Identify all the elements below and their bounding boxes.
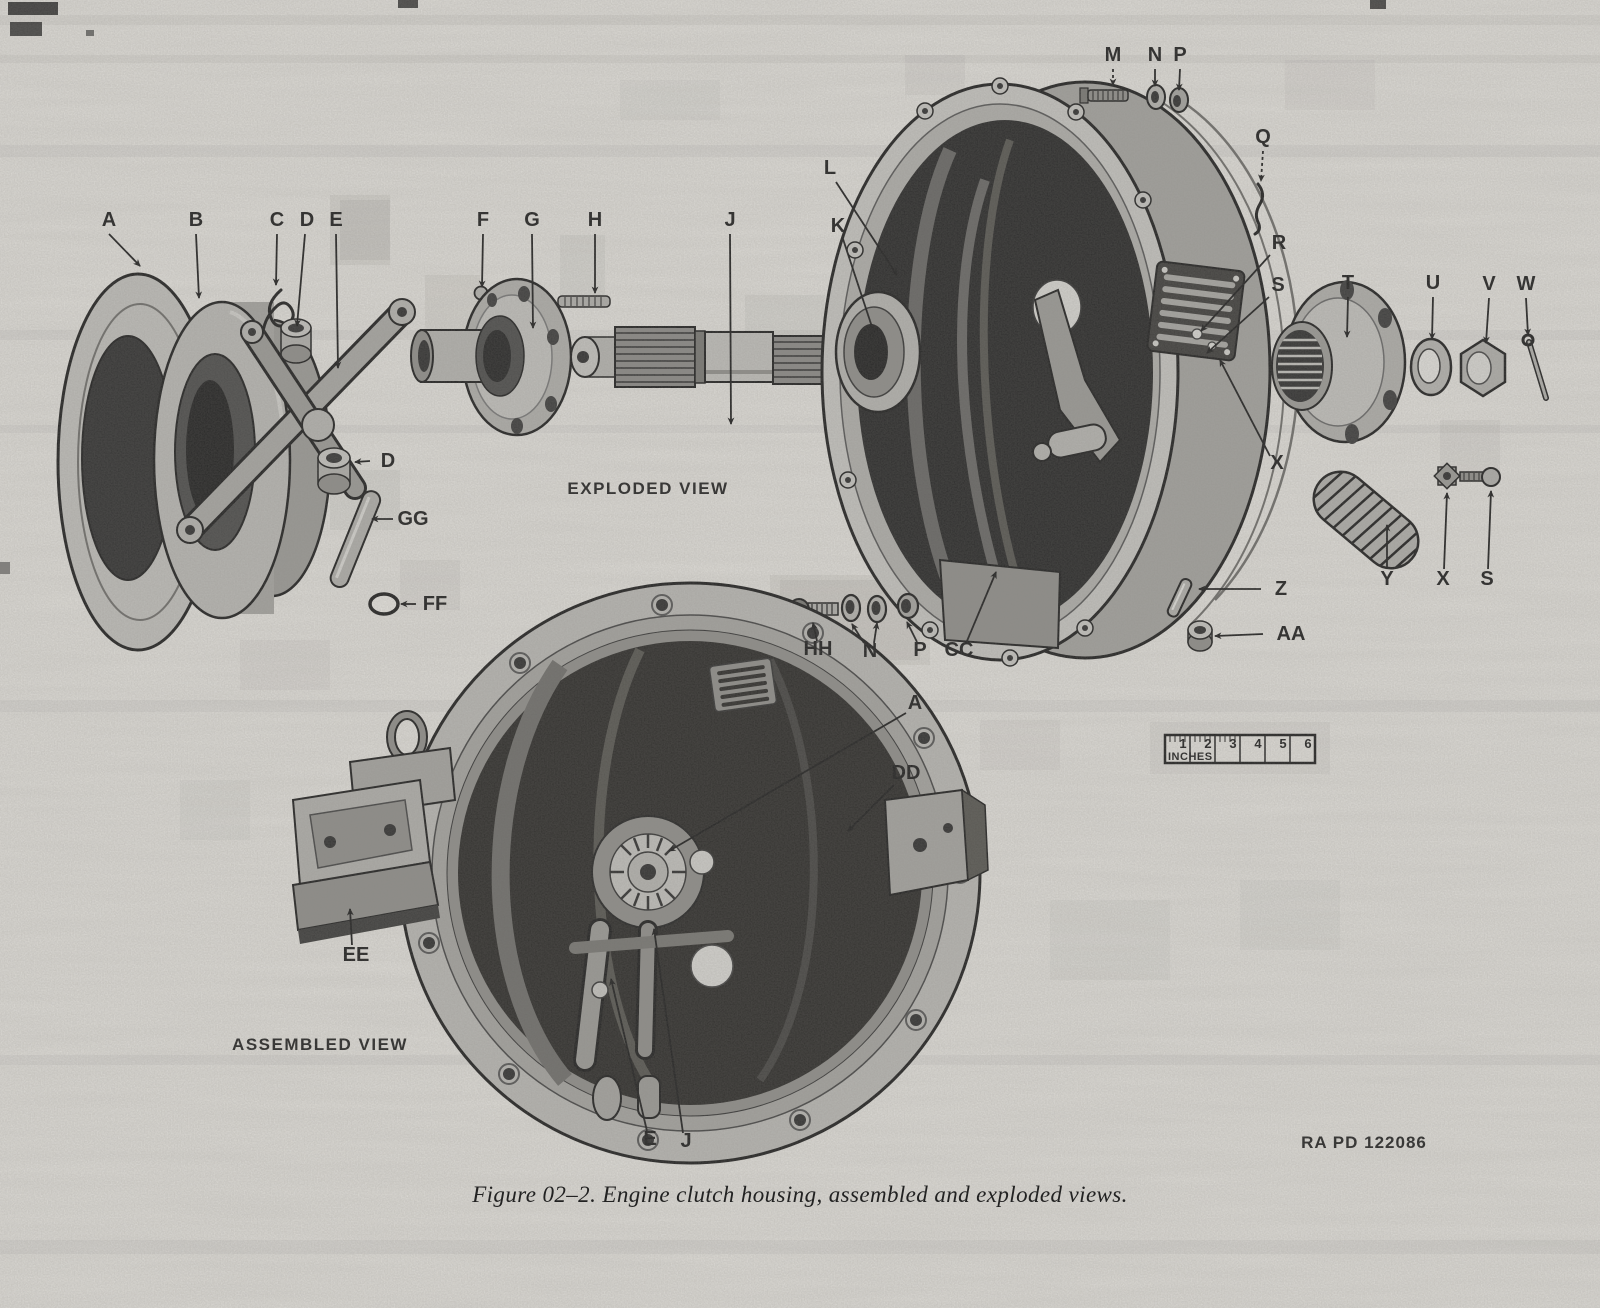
part-n-washer-lower-1 bbox=[840, 593, 862, 623]
callout-aa: AA bbox=[1277, 623, 1306, 645]
callout-a: A bbox=[908, 692, 922, 714]
callout-n: N bbox=[1148, 44, 1162, 66]
assembled-view-label: ASSEMBLED VIEW bbox=[232, 1035, 408, 1054]
leader-f bbox=[478, 233, 486, 288]
photo-id: RA PD 122086 bbox=[1301, 1133, 1427, 1152]
callout-d: D bbox=[300, 209, 314, 231]
callout-ff: FF bbox=[423, 593, 447, 615]
leader-u bbox=[1428, 296, 1436, 340]
callout-g: G bbox=[524, 209, 540, 231]
callout-p: P bbox=[913, 639, 926, 661]
callout-d: D bbox=[381, 450, 395, 472]
callout-t: T bbox=[1342, 272, 1354, 294]
callout-u: U bbox=[1426, 272, 1440, 294]
callout-k: K bbox=[831, 215, 846, 237]
callout-p: P bbox=[1173, 44, 1186, 66]
callout-z: Z bbox=[1275, 578, 1287, 600]
part-ff-seal-ring bbox=[368, 592, 400, 616]
part-v-nut bbox=[1459, 338, 1507, 398]
callout-j: J bbox=[680, 1130, 691, 1152]
callout-h: H bbox=[588, 209, 602, 231]
callout-r: R bbox=[1272, 232, 1287, 254]
part-n-washer-top bbox=[1146, 84, 1166, 110]
callout-e: E bbox=[329, 209, 342, 231]
part-d-bushing-upper bbox=[280, 318, 312, 364]
figure-caption: Figure 02–2. Engine clutch housing, asse… bbox=[472, 1182, 1128, 1207]
callout-q: Q bbox=[1255, 126, 1271, 148]
callout-gg: GG bbox=[397, 508, 428, 530]
part-d-bushing-lower bbox=[317, 447, 351, 495]
part-aa-nut bbox=[1187, 620, 1213, 652]
callout-f: F bbox=[477, 209, 489, 231]
callout-s: S bbox=[1271, 274, 1284, 296]
callout-dd: DD bbox=[892, 762, 921, 784]
exploded-view-label: EXPLODED VIEW bbox=[567, 479, 728, 498]
part-m-bolt bbox=[1079, 87, 1129, 104]
leader-j bbox=[727, 233, 735, 425]
leader-t bbox=[1343, 296, 1351, 338]
callout-cc: CC bbox=[945, 639, 974, 661]
callout-x: X bbox=[1436, 568, 1450, 590]
ruler-tick-6: 6 bbox=[1304, 736, 1311, 751]
callout-c: C bbox=[270, 209, 284, 231]
callout-x: X bbox=[1270, 452, 1284, 474]
leader-c bbox=[272, 233, 280, 286]
callout-ee: EE bbox=[343, 944, 370, 966]
assembled-louvers bbox=[708, 657, 778, 713]
callout-hh: HH bbox=[804, 638, 833, 660]
housing-mounting-pad bbox=[938, 558, 1062, 650]
callout-e: E bbox=[643, 1128, 656, 1150]
part-p-nut-lower bbox=[896, 592, 920, 620]
housing-bearing-bore bbox=[834, 290, 922, 414]
leader-d bbox=[354, 458, 371, 465]
part-u-washer bbox=[1409, 337, 1453, 397]
leader-g bbox=[529, 233, 537, 329]
part-p-washer-top bbox=[1169, 87, 1189, 113]
callout-w: W bbox=[1517, 273, 1536, 295]
callout-a: A bbox=[102, 209, 116, 231]
callout-s: S bbox=[1480, 568, 1493, 590]
callout-n: N bbox=[863, 640, 877, 662]
leader-p bbox=[1175, 68, 1183, 91]
callout-b: B bbox=[189, 209, 203, 231]
part-h-splined-pin bbox=[557, 295, 611, 308]
ruler-tick-4: 4 bbox=[1254, 736, 1262, 751]
callout-y: Y bbox=[1380, 568, 1394, 590]
assembled-light-hole bbox=[690, 944, 734, 988]
callout-l: L bbox=[824, 157, 836, 179]
callout-j: J bbox=[724, 209, 735, 231]
callout-m: M bbox=[1105, 44, 1122, 66]
ruler-tick-5: 5 bbox=[1279, 736, 1286, 751]
part-x-lock-washer bbox=[1433, 462, 1461, 490]
callout-v: V bbox=[1482, 273, 1496, 295]
ruler-unit-label: INCHES bbox=[1168, 751, 1213, 763]
part-n-washer-lower-2 bbox=[866, 594, 888, 624]
housing-inspection-plate bbox=[1146, 260, 1246, 362]
